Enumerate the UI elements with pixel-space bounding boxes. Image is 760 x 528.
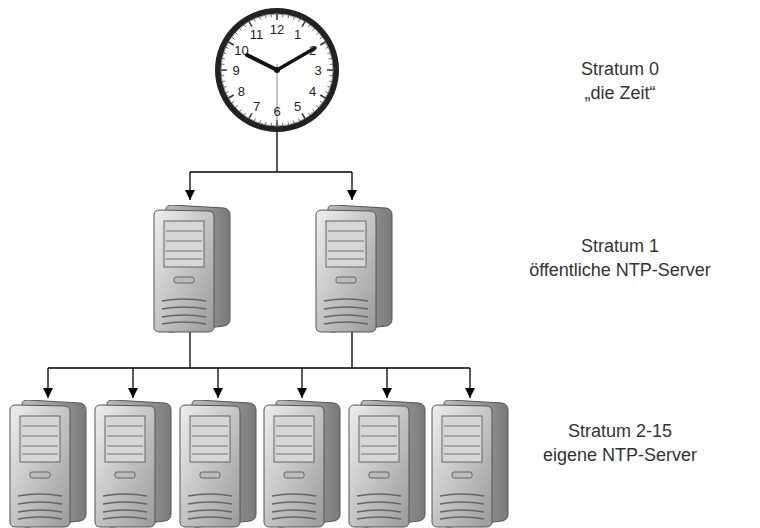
clock-tick — [320, 95, 325, 98]
clock-tick — [288, 15, 290, 18]
clock-numeral: 1 — [294, 28, 301, 42]
clock-tick — [316, 33, 318, 35]
clock — [215, 8, 339, 132]
clock-tick — [282, 123, 283, 126]
clock-tick — [254, 19, 255, 22]
clock-numeral: 6 — [273, 105, 280, 119]
clock-tick — [240, 28, 242, 30]
clock-tick — [329, 58, 332, 60]
clock-tick — [240, 109, 242, 111]
clock-tick — [226, 47, 229, 48]
clock-tick — [312, 28, 314, 30]
clock-tick — [330, 75, 333, 76]
clock-numeral: 8 — [238, 85, 245, 99]
clock-tick — [327, 69, 333, 71]
clock-tick — [249, 113, 252, 118]
clock-numeral: 7 — [253, 100, 260, 114]
stratum-label: Stratum 1 — [490, 235, 750, 257]
clock-tick — [316, 105, 318, 107]
clock-numeral: 5 — [294, 100, 301, 114]
clock-tick — [244, 25, 246, 27]
clock-tick — [312, 109, 314, 111]
clock-tick — [293, 120, 295, 123]
clock-tick — [265, 122, 267, 125]
stratum-label: Stratum 2-15 — [490, 420, 750, 442]
stratum-label: eigene NTP-Server — [490, 444, 750, 466]
clock-numeral: 11 — [250, 28, 264, 42]
clock-tick — [221, 75, 224, 76]
clock-tick — [302, 22, 305, 27]
clock-tick — [232, 101, 234, 103]
clock-numeral: 10 — [234, 44, 248, 58]
clock-tick — [232, 37, 234, 39]
stratum-label: öffentliche NTP-Server — [490, 259, 750, 281]
clock-numeral: 9 — [232, 64, 239, 78]
clock-tick — [288, 122, 290, 125]
stratum-label: „die Zeit“ — [490, 82, 750, 104]
clock-tick — [320, 37, 322, 39]
clock-tick — [259, 120, 261, 123]
clock-tick — [325, 47, 328, 48]
clock-tick — [327, 52, 330, 54]
clock-tick — [320, 42, 325, 45]
clock-tick — [259, 17, 261, 20]
connector-lines — [48, 132, 470, 398]
clock-tick — [244, 113, 246, 115]
clock-tick — [271, 123, 272, 126]
clock-numeral: 4 — [309, 85, 316, 99]
clock-tick — [221, 69, 227, 71]
clock-tick — [235, 33, 237, 35]
clock-tick — [302, 113, 305, 118]
clock-tick — [330, 64, 333, 65]
clock-tick — [308, 25, 310, 27]
clock-tick — [249, 22, 252, 27]
clock-tick — [299, 118, 300, 121]
clock-tick — [320, 101, 322, 103]
clock-tick — [221, 64, 224, 65]
clock-tick — [325, 92, 328, 93]
clock-tick — [299, 19, 300, 22]
clock-tick — [226, 92, 229, 93]
clock-numeral: 3 — [314, 64, 321, 78]
clock-tick — [222, 58, 225, 60]
clock-tick — [329, 81, 332, 83]
clock-tick — [276, 14, 278, 20]
clock-tick — [308, 113, 310, 115]
clock-tick — [254, 118, 255, 121]
clock-tick — [224, 52, 227, 54]
server-icons — [10, 205, 508, 527]
clock-tick — [327, 86, 330, 88]
clock-tick — [271, 14, 272, 17]
clock-tick — [282, 14, 283, 17]
clock-numeral: 12 — [270, 23, 284, 37]
clock-tick — [293, 17, 295, 20]
clock-tick — [224, 86, 227, 88]
stratum-label: Stratum 0 — [490, 58, 750, 80]
clock-tick — [265, 15, 267, 18]
clock-tick — [229, 42, 234, 45]
clock-tick — [222, 81, 225, 83]
clock-numeral: 2 — [309, 44, 316, 58]
clock-tick — [229, 95, 234, 98]
clock-tick — [235, 105, 237, 107]
